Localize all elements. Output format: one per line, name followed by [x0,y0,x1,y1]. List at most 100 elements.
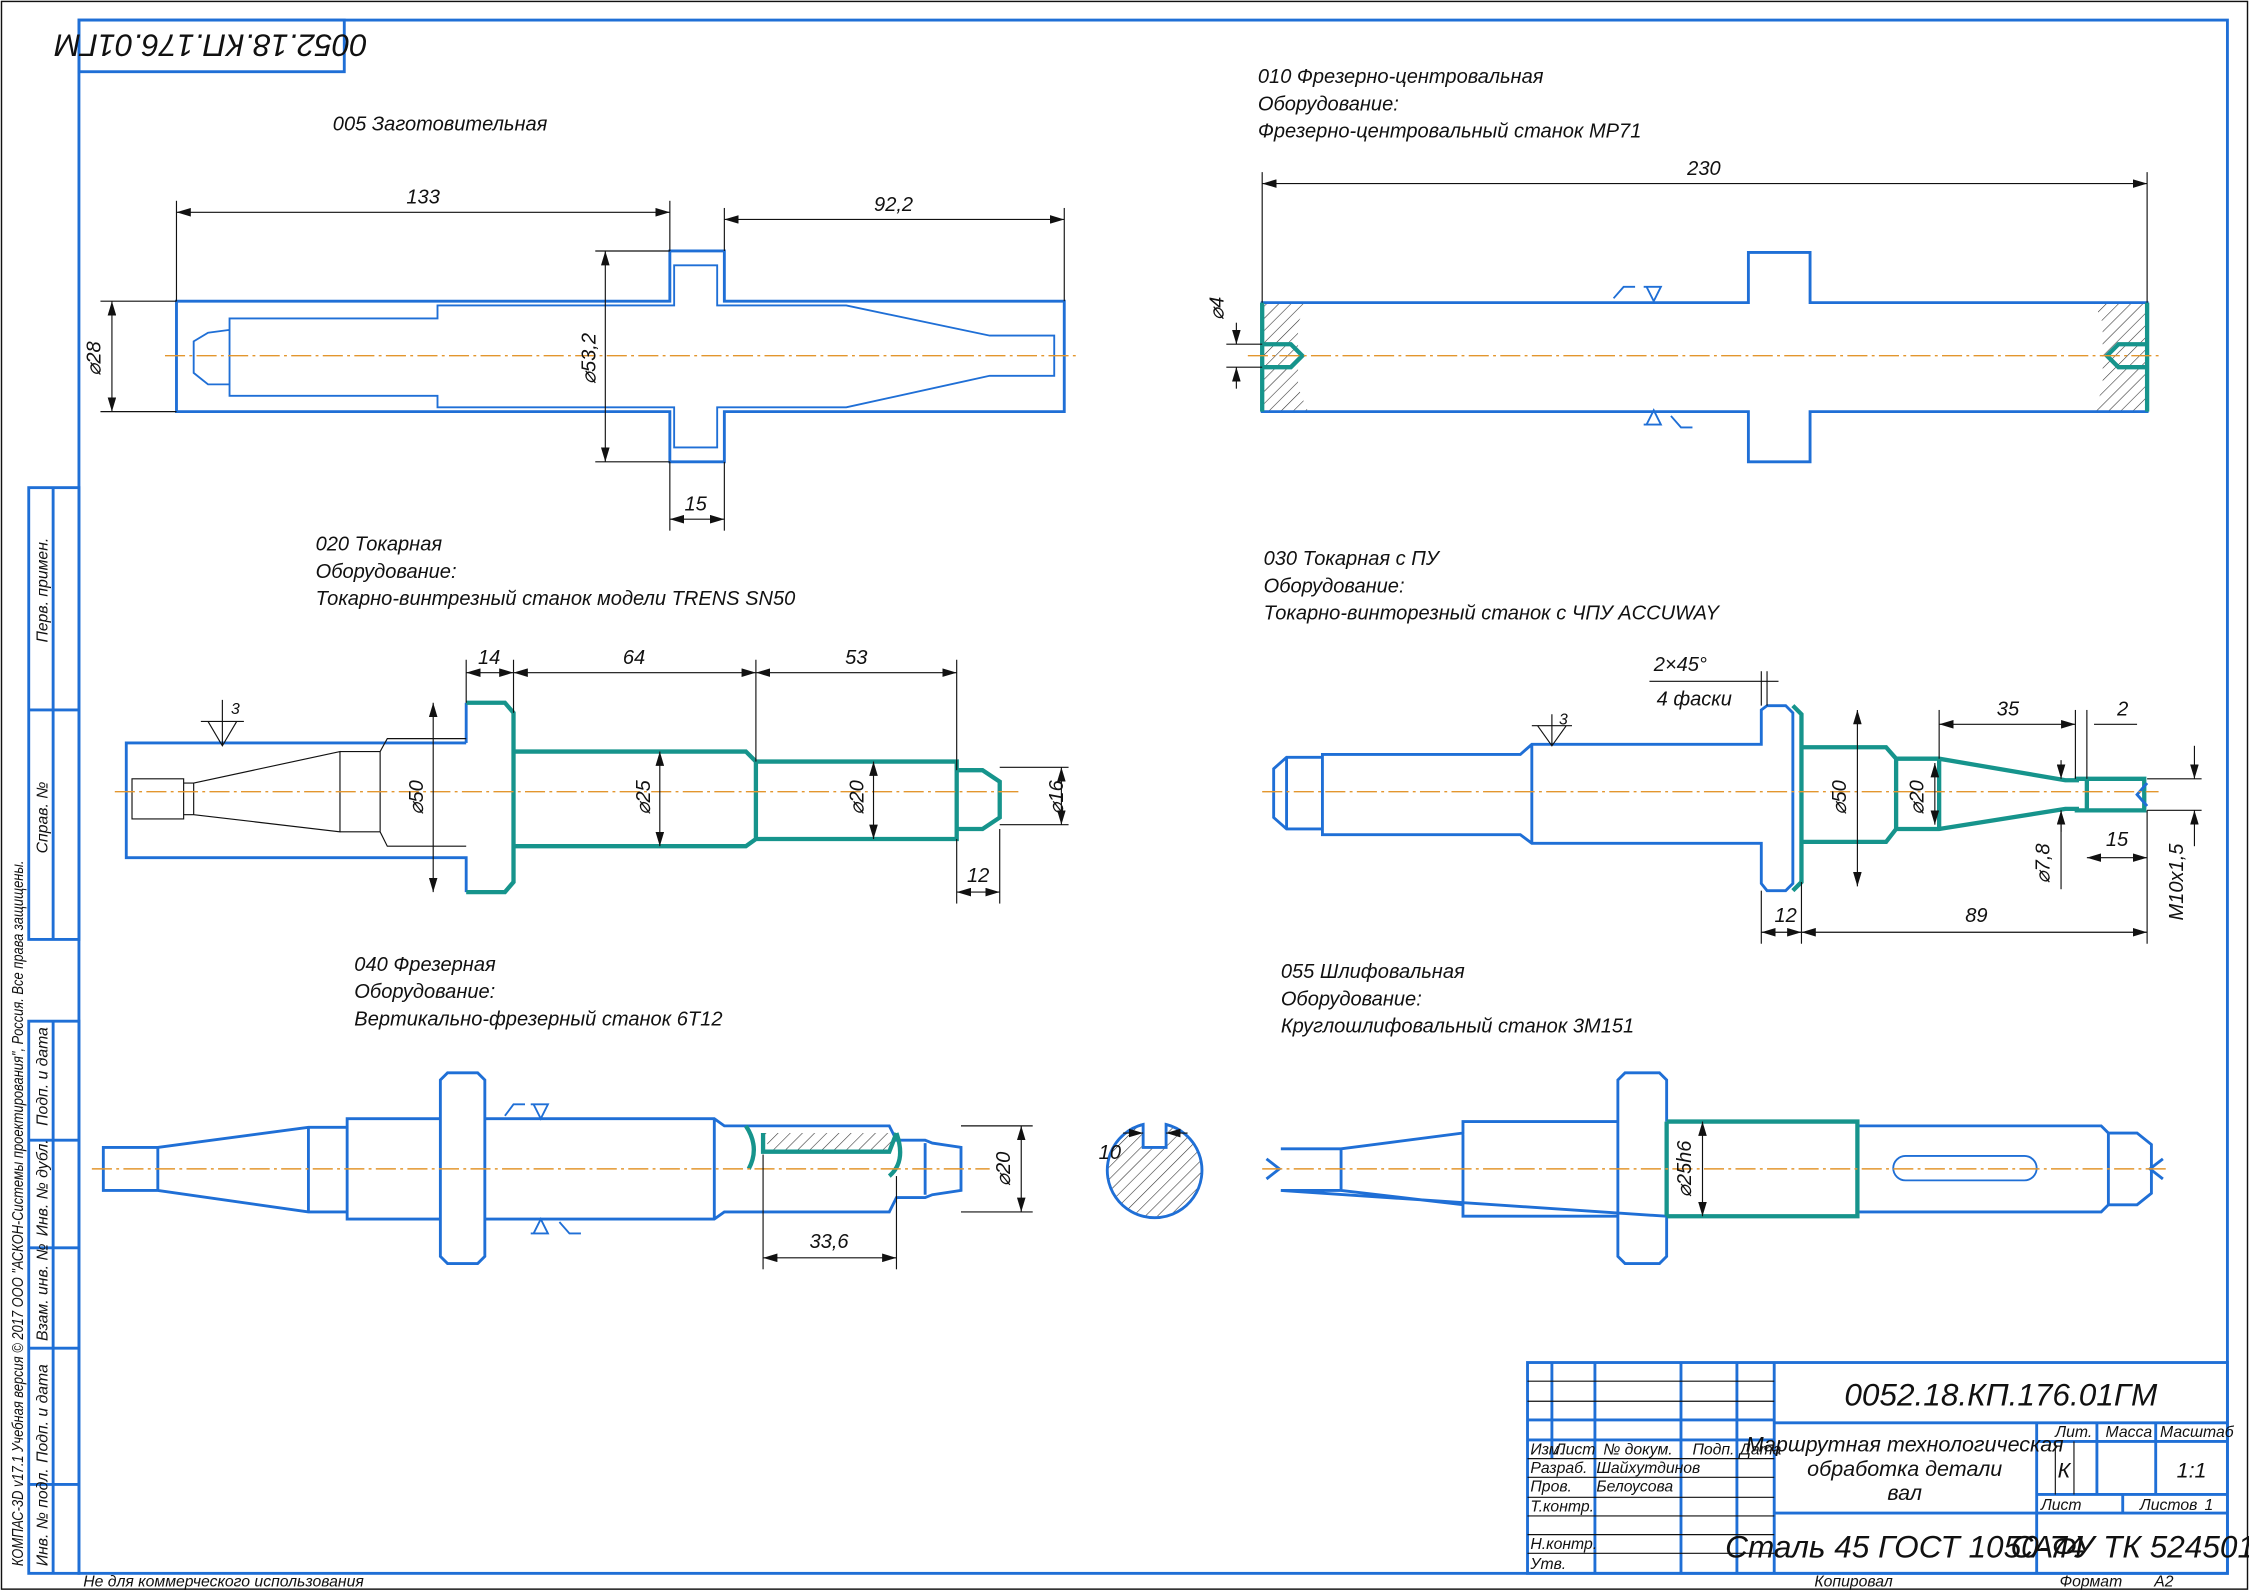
label-vzam-inv: Взам. инв. № [34,1243,51,1341]
frame-line [77,18,346,74]
dim-64: 64 [623,647,645,669]
roughness-3: 3 [231,701,240,718]
dim-15: 15 [684,494,707,516]
op-020-header: 020 Токарная Оборудование: Токарно-винтр… [316,534,796,611]
dimension-line [200,699,244,747]
dim-dia-4: ⌀4 [1206,297,1228,320]
dim-33-6: 33,6 [810,1231,850,1253]
section-hatch [2094,302,2148,412]
nkontr-label: Н.контр. [1530,1536,1597,1553]
copied-label: Копировал [1814,1573,1893,1590]
blank-outline [175,249,1066,464]
roughness-3: 3 [1559,711,1568,728]
op-005-header: 005 Заготовительная [333,114,548,136]
doc-name-line1: Маршрутная технологическая [1746,1432,2064,1456]
dim-14: 14 [478,647,500,669]
op-equipment-label: Оборудование: [1258,93,1399,115]
op-title: 020 Токарная [316,534,443,556]
dim-dia-25: ⌀25 [633,779,655,814]
massa-label: Масса [2106,1424,2153,1441]
inner-frame [77,18,2229,1575]
op-equipment: Токарно-винторезный станок с ЧПУ ACCUWAY [1264,603,1721,625]
dimension-line [1531,714,1572,747]
lit-label: Лит. [2054,1424,2092,1441]
op-title: 055 Шлифовальная [1281,961,1465,983]
side-strip: Перв. примен. Справ. № Подп. и дата Инв.… [10,486,81,1575]
drawing-line [2135,782,2149,807]
machined-contour [466,700,1002,895]
top-stamp: 0052.18.КП.176.01ГМ [54,18,368,74]
masshtab-label: Масштаб [2160,1424,2235,1441]
title-block: Изм. Лист № докум. Подп. Дата Разраб. Ша… [1526,1361,2249,1575]
view-op-020: 3 14 64 53 ⌀50 ⌀25 ⌀20 ⌀16 12 [114,647,1069,904]
label-podp-data-2: Подп. и дата [34,1364,51,1463]
op-equipment: Фрезерно-центровальный станок МР71 [1258,121,1642,143]
op-equipment: Вертикально-фрезерный станок 6Т12 [354,1008,722,1030]
razrab-name: Шайхутдинов [1596,1460,1700,1477]
view-op-030: 3 2×45° 4 фаски 35 2 ⌀50 ⌀20 ⌀7,8 15 M10… [1262,654,2202,944]
label-inv-podl: Инв. № подл. [34,1468,51,1566]
col-izm: Изм. [1530,1441,1564,1458]
dim-dia-50: ⌀50 [406,780,428,814]
tkontr-label: Т.контр. [1530,1499,1594,1516]
machined-surface [1260,302,2150,412]
view-op-040: ⌀20 33,6 10 [91,1071,1204,1270]
dim-35: 35 [1997,699,2020,721]
drawing-line [1105,1122,1204,1220]
blank-outline [124,741,468,893]
dim-dia-50: ⌀50 [1829,780,1851,814]
view-op-005: 133 92,2 ⌀28 ⌀53,2 15 [83,187,1076,531]
dim-dia-28: ⌀28 [83,341,105,376]
col-doc-no: № докум. [1603,1441,1672,1458]
dim-12: 12 [1775,905,1797,927]
op-title: 010 Фрезерно-центровальная [1258,66,1544,88]
stamp-code: 0052.18.КП.176.01ГМ [54,27,368,63]
dim-89: 89 [1965,905,1987,927]
dim-thread: M10x1,5 [2166,843,2188,921]
lit-value: К [2058,1458,2072,1482]
view-op-010: 230 ⌀4 [1206,158,2159,464]
chamfer-note: 4 фаски [1657,689,1732,711]
material: Сталь 45 ГОСТ 1050-74 [1725,1529,2084,1565]
dim-dia-20: ⌀20 [1906,780,1928,814]
dim-230: 230 [1686,158,1720,180]
op-equipment-label: Оборудование: [354,981,495,1003]
op-010-header: 010 Фрезерно-центровальная Оборудование:… [1258,66,1642,143]
op-030-header: 030 Токарная с ПУ Оборудование: Токарно-… [1264,548,1721,625]
dim-dia-7-8: ⌀7,8 [2033,843,2055,884]
section-hatch [1262,302,1309,412]
op-equipment-label: Оборудование: [1281,988,1422,1010]
dim-dia-20: ⌀20 [846,780,868,814]
format-value: A2 [2153,1573,2174,1590]
dim-dia-20: ⌀20 [993,1152,1015,1186]
part-contour [1260,250,2149,464]
dim-key-width: 10 [1099,1142,1121,1164]
doc-name-line3: вал [1887,1481,1922,1505]
view-op-055: ⌀25h6 [1262,1071,2166,1265]
drawing-line [1612,285,1693,429]
format-label: Формат [2060,1573,2123,1590]
machined-contour [1791,704,2147,893]
copyright-text: КОМПАС-3D v17.1 Учебная версия © 2017 ОО… [10,861,27,1567]
sheets-value: 1 [2204,1497,2213,1514]
part-contour [1272,704,1795,893]
sheet-label: Лист [2040,1497,2082,1514]
utv-label: Утв. [1529,1556,1566,1573]
part-contour [192,264,1056,449]
dim-2: 2 [2116,699,2128,721]
op-title: 005 Заготовительная [333,114,548,136]
dim-133: 133 [406,187,439,209]
op-equipment-label: Оборудование: [1264,575,1405,597]
document-code: 0052.18.КП.176.01ГМ [1844,1377,2158,1413]
prov-label: Пров. [1530,1479,1572,1496]
dim-dia-53-2: ⌀53,2 [578,333,600,384]
label-perv-primen: Перв. примен. [34,538,51,643]
frame-line [1526,1361,2229,1575]
dim-dia-16: ⌀16 [1046,779,1068,814]
doc-name-line2: обработка детали [1807,1457,2002,1481]
label-inv-dubl: Инв. № дубл. [34,1139,51,1236]
label-podp-data-1: Подп. и дата [34,1027,51,1126]
dim-dia-25h6: ⌀25h6 [1674,1140,1696,1198]
